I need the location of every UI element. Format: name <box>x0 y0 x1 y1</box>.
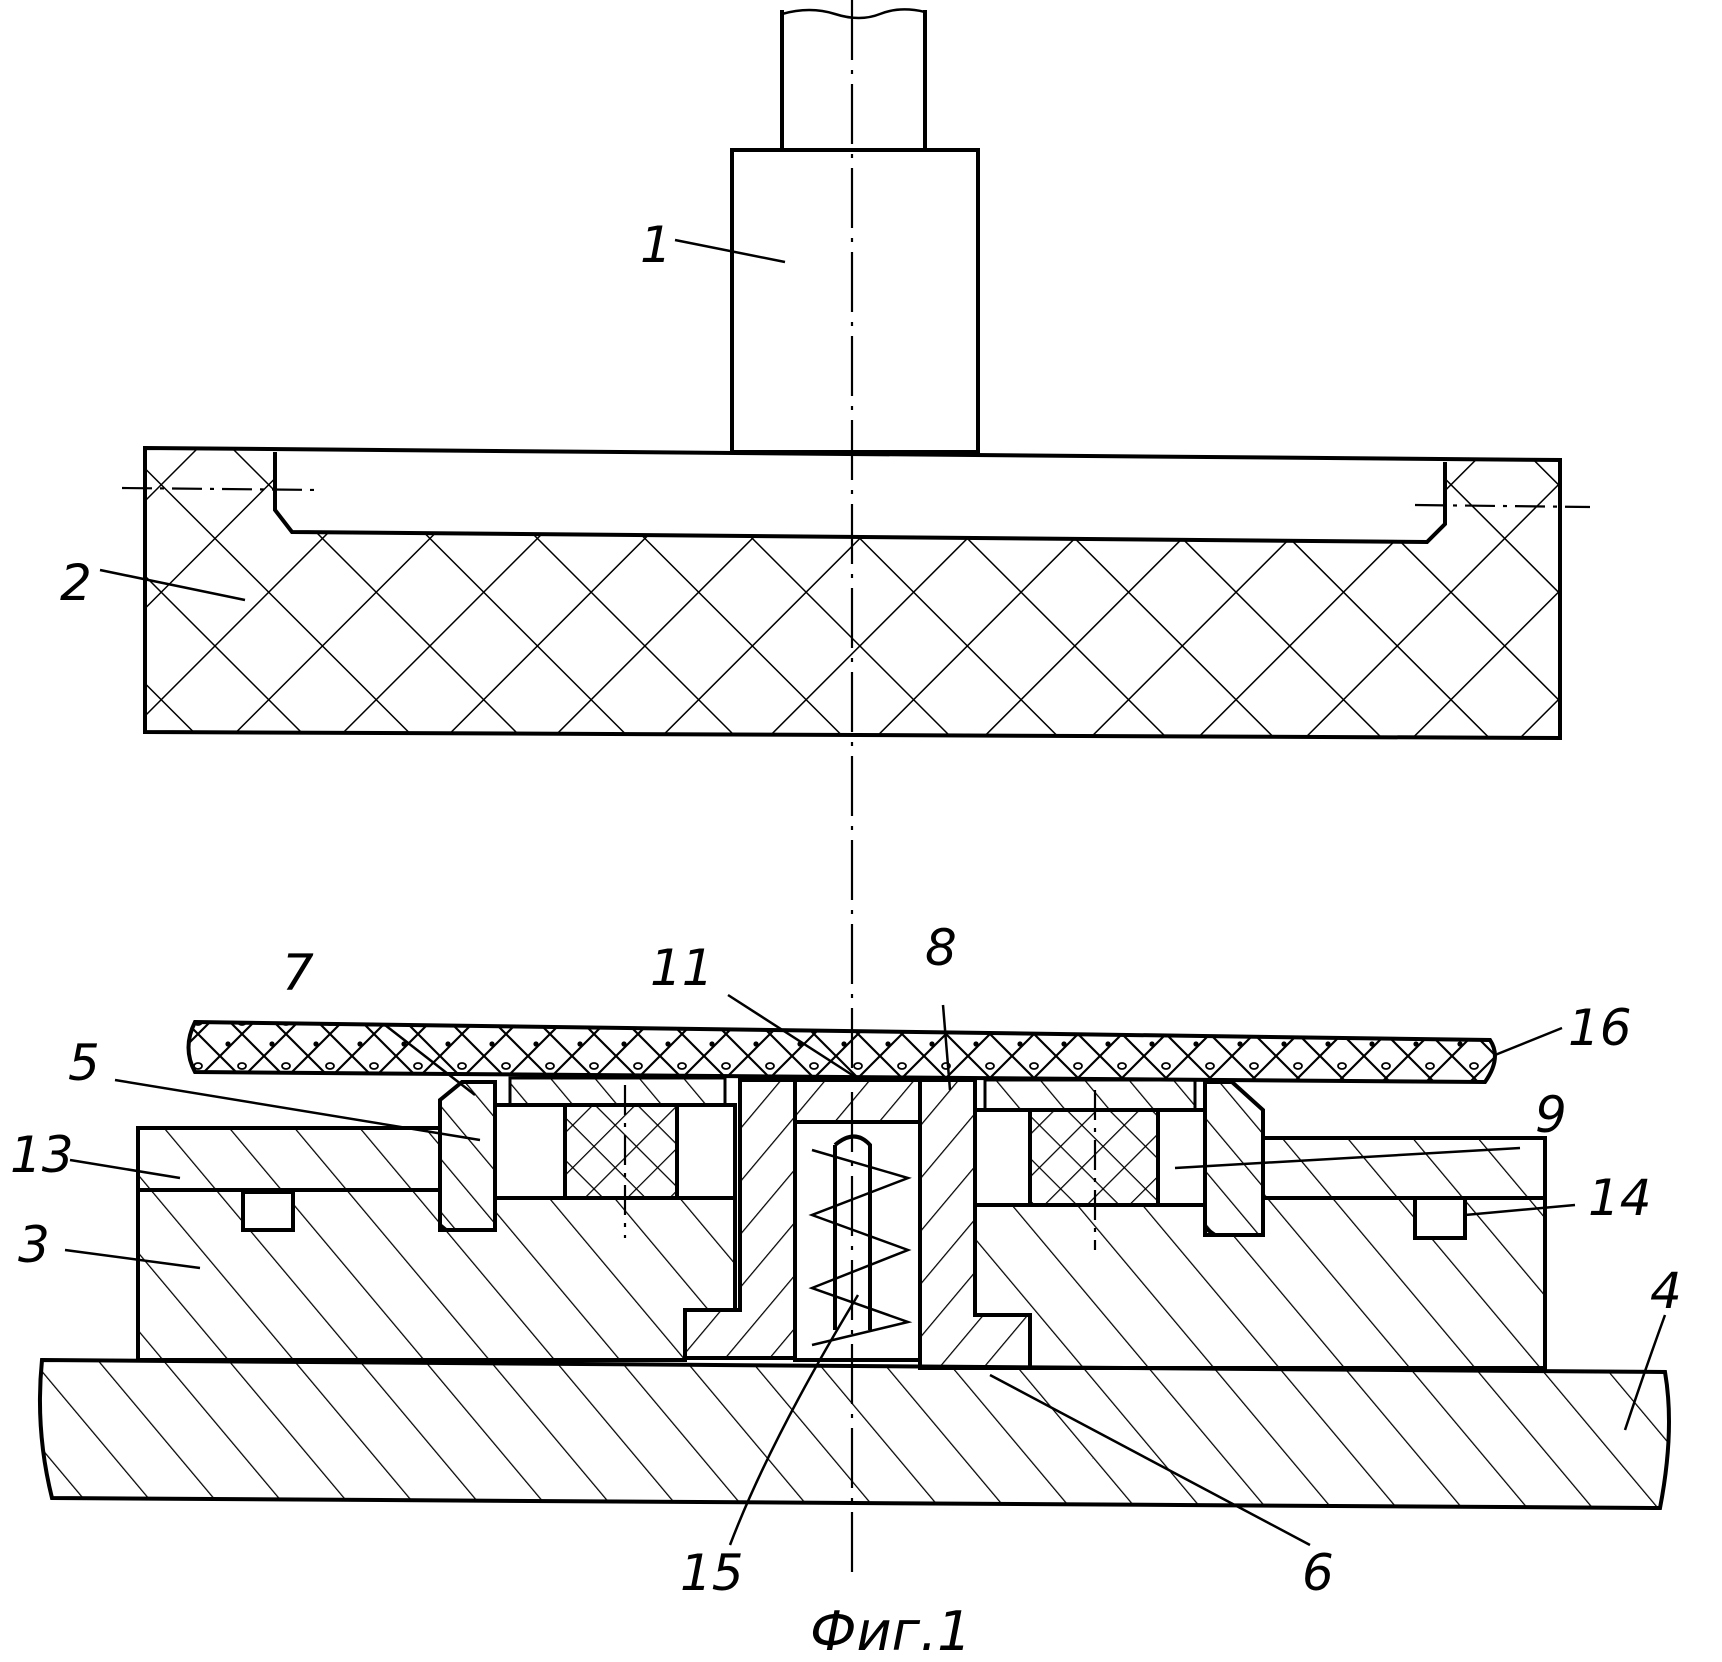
callout-11: 11 <box>650 939 714 997</box>
spring-15 <box>795 1122 920 1360</box>
callout-3: 3 <box>18 1216 50 1274</box>
base-4 <box>40 1360 1669 1508</box>
callout-15: 15 <box>680 1544 744 1602</box>
workpiece-16 <box>189 1022 1495 1082</box>
shank <box>732 9 978 452</box>
callout-1: 1 <box>640 216 672 274</box>
callout-5: 5 <box>68 1034 100 1092</box>
callout-14: 14 <box>1588 1169 1652 1227</box>
callout-6: 6 <box>1302 1544 1334 1602</box>
callout-4: 4 <box>1650 1262 1682 1320</box>
locator-9 <box>1205 1082 1263 1235</box>
callout-8: 8 <box>925 919 957 977</box>
callout-13: 13 <box>10 1126 74 1184</box>
locator-5 <box>440 1082 495 1230</box>
callout-16: 16 <box>1568 999 1632 1057</box>
die-holder-3-left <box>138 1190 735 1360</box>
callout-2: 2 <box>60 554 92 612</box>
figure-caption: Фиг.1 <box>810 1600 971 1662</box>
callout-7: 7 <box>282 944 314 1002</box>
callout-9: 9 <box>1535 1086 1567 1144</box>
